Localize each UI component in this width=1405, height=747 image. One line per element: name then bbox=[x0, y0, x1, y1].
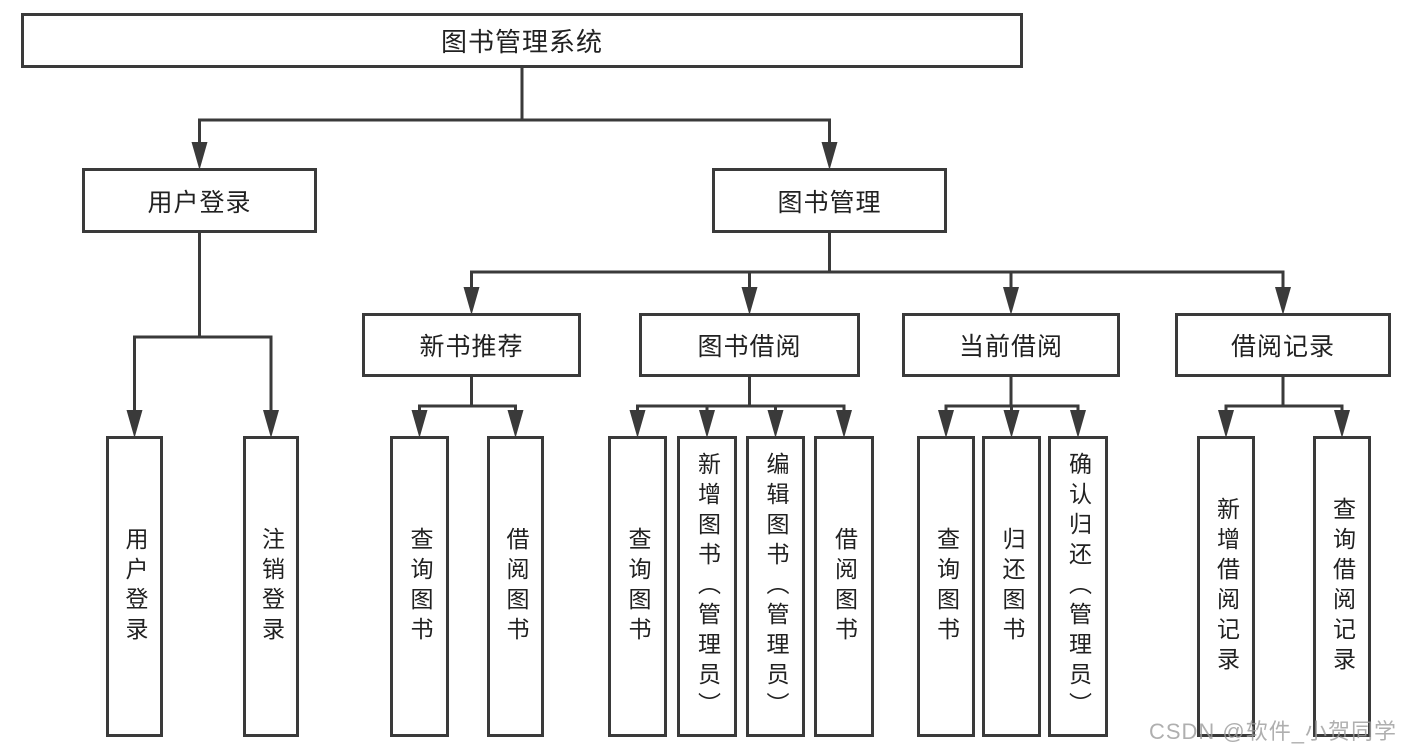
node-leaf-bb-edit: 编辑图书（管理员） bbox=[746, 436, 805, 737]
node-label: 查询图书 bbox=[933, 526, 960, 647]
node-label: 借阅图书 bbox=[503, 526, 529, 647]
node-label: 查询图书 bbox=[625, 526, 651, 647]
node-leaf-user-login: 用户登录 bbox=[106, 436, 163, 737]
node-leaf-logout: 注销登录 bbox=[243, 436, 299, 737]
node-current-borrow: 当前借阅 bbox=[902, 313, 1120, 377]
node-label: 新增图书（管理员） bbox=[694, 451, 721, 722]
node-leaf-cb-query: 查询图书 bbox=[917, 436, 975, 737]
node-label: 图书借阅 bbox=[697, 333, 802, 361]
node-book-borrow: 图书借阅 bbox=[639, 313, 860, 377]
node-leaf-nbr-borrow: 借阅图书 bbox=[487, 436, 544, 737]
node-leaf-bb-query: 查询图书 bbox=[608, 436, 667, 737]
node-label: 借阅记录 bbox=[1230, 333, 1335, 361]
csdn-watermark: CSDN @软件_小贺同学 bbox=[1148, 719, 1397, 744]
node-label: 图书管理 bbox=[777, 188, 882, 217]
node-leaf-br-query: 查询借阅记录 bbox=[1313, 436, 1371, 737]
node-label: 当前借阅 bbox=[958, 333, 1063, 361]
node-leaf-cb-confirm: 确认归还（管理员） bbox=[1048, 436, 1108, 737]
node-new-book-rec: 新书推荐 bbox=[362, 313, 581, 377]
node-label: 查询借阅记录 bbox=[1329, 496, 1356, 677]
node-label: 新增借阅记录 bbox=[1213, 496, 1240, 677]
node-label: 借阅图书 bbox=[831, 526, 858, 647]
node-leaf-cb-return: 归还图书 bbox=[982, 436, 1041, 737]
node-label: 图书管理系统 bbox=[440, 27, 603, 57]
node-label: 用户登录 bbox=[122, 526, 148, 647]
node-label: 注销登录 bbox=[258, 526, 285, 647]
node-book-mgmt: 图书管理 bbox=[712, 168, 947, 233]
node-label: 编辑图书（管理员） bbox=[763, 451, 789, 722]
node-label: 归还图书 bbox=[999, 526, 1025, 647]
node-label: 查询图书 bbox=[407, 526, 433, 647]
node-label: 新书推荐 bbox=[419, 333, 524, 361]
node-borrow-records: 借阅记录 bbox=[1175, 313, 1391, 377]
node-leaf-nbr-query: 查询图书 bbox=[390, 436, 449, 737]
node-user-login: 用户登录 bbox=[82, 168, 317, 233]
node-leaf-br-add: 新增借阅记录 bbox=[1197, 436, 1255, 737]
node-label: 用户登录 bbox=[147, 188, 252, 217]
node-leaf-bb-add: 新增图书（管理员） bbox=[677, 436, 737, 737]
node-label: 确认归还（管理员） bbox=[1065, 451, 1092, 722]
node-root: 图书管理系统 bbox=[21, 13, 1023, 68]
node-leaf-bb-borrow: 借阅图书 bbox=[814, 436, 874, 737]
